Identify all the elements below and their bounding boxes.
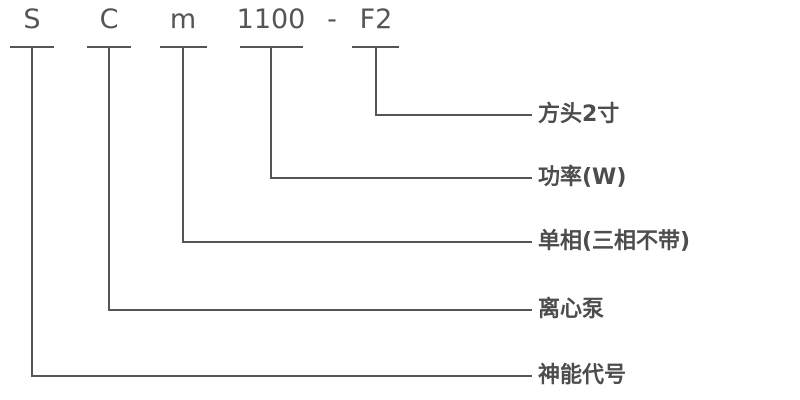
connector-m [182, 47, 532, 243]
label-1100: 功率(W) [538, 165, 627, 190]
code-s: S [23, 4, 41, 35]
connector-f2 [375, 47, 532, 116]
connector-1100 [270, 47, 532, 179]
code-m: m [169, 4, 197, 35]
code-c: C [99, 4, 119, 35]
label-f2: 方头2寸 [538, 102, 620, 127]
label-c: 离心泵 [538, 297, 605, 322]
connector-s [31, 47, 532, 377]
connector-c [108, 47, 532, 311]
code-f2: F2 [359, 4, 393, 35]
label-s: 神能代号 [538, 363, 627, 388]
code-1100: 1100 [236, 4, 306, 35]
code-separator: - [327, 4, 337, 35]
label-m: 单相(三相不带) [538, 229, 691, 254]
